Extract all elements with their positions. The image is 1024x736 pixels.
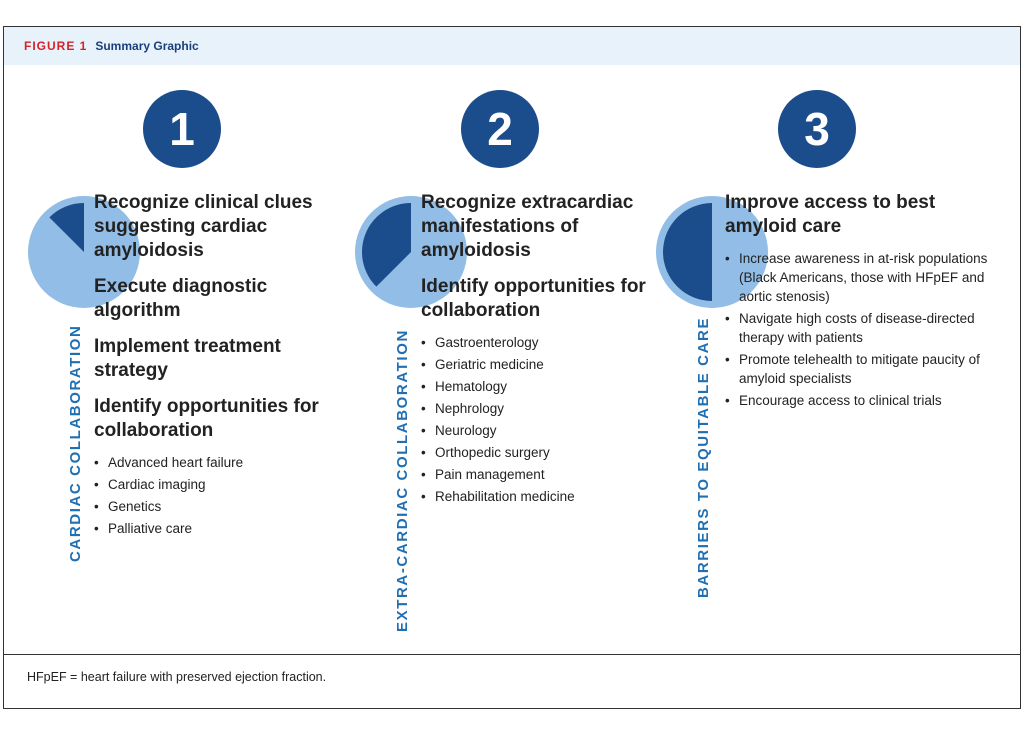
list-item: Promote telehealth to mitigate paucity o…	[725, 350, 1005, 388]
list-item: Navigate high costs of disease-directed …	[725, 309, 1005, 347]
figure-frame: FIGURE 1 Summary Graphic HFpEF = heart f…	[3, 26, 1021, 709]
step-number-2: 2	[461, 90, 539, 168]
step-number-3: 3	[778, 90, 856, 168]
step-number-1: 1	[143, 90, 221, 168]
list-item: Palliative care	[94, 519, 334, 538]
pie-wedge	[362, 203, 411, 287]
list-item: Pain management	[421, 465, 661, 484]
progress-pie-2	[355, 196, 467, 308]
side-label-barriers-to-equitable-care: BARRIERS TO EQUITABLE CARE	[695, 316, 712, 598]
list-item: Increase awareness in at-risk population…	[725, 249, 1005, 306]
heading-1-3: Implement treatment strategy	[94, 336, 281, 381]
column-2: Recognize extracardiac manifestations of…	[421, 191, 661, 509]
list-item: Cardiac imaging	[94, 475, 334, 494]
pie-wedge	[49, 203, 84, 252]
heading-3-1: Improve access to best amyloid care	[725, 192, 936, 237]
side-label-extra-cardiac-collaboration: EXTRA-CARDIAC COLLABORATION	[394, 329, 411, 632]
list-item: Nephrology	[421, 399, 661, 418]
figure-header: FIGURE 1 Summary Graphic	[4, 27, 1020, 65]
column-1: Recognize clinical clues suggesting card…	[94, 191, 334, 541]
list-item: Encourage access to clinical trials	[725, 391, 1005, 410]
figure-label: FIGURE 1	[24, 39, 88, 53]
list-item: Gastroenterology	[421, 333, 661, 352]
footnote: HFpEF = heart failure with preserved eje…	[27, 670, 327, 684]
list-item: Neurology	[421, 421, 661, 440]
list-item: Orthopedic surgery	[421, 443, 661, 462]
footnote-divider	[4, 654, 1020, 655]
heading-2-1: Recognize extracardiac manifestations of…	[421, 192, 634, 261]
bullet-list-2: Gastroenterology Geriatric medicine Hema…	[421, 333, 661, 506]
progress-pie-1	[28, 196, 140, 308]
pie-wedge	[663, 203, 712, 301]
side-label-cardiac-collaboration: CARDIAC COLLABORATION	[67, 324, 84, 562]
list-item: Geriatric medicine	[421, 355, 661, 374]
bullet-list-1: Advanced heart failure Cardiac imaging G…	[94, 453, 334, 538]
heading-1-1: Recognize clinical clues suggesting card…	[94, 192, 313, 261]
list-item: Hematology	[421, 377, 661, 396]
list-item: Rehabilitation medicine	[421, 487, 661, 506]
bullet-list-3: Increase awareness in at-risk population…	[725, 249, 1005, 410]
list-item: Advanced heart failure	[94, 453, 334, 472]
heading-2-2: Identify opportunities for collaboration	[421, 276, 646, 321]
figure-title: Summary Graphic	[95, 39, 199, 53]
column-3: Improve access to best amyloid care Incr…	[725, 191, 1005, 413]
heading-1-4: Identify opportunities for collaboration	[94, 396, 319, 441]
heading-1-2: Execute diagnostic algorithm	[94, 276, 268, 321]
list-item: Genetics	[94, 497, 334, 516]
